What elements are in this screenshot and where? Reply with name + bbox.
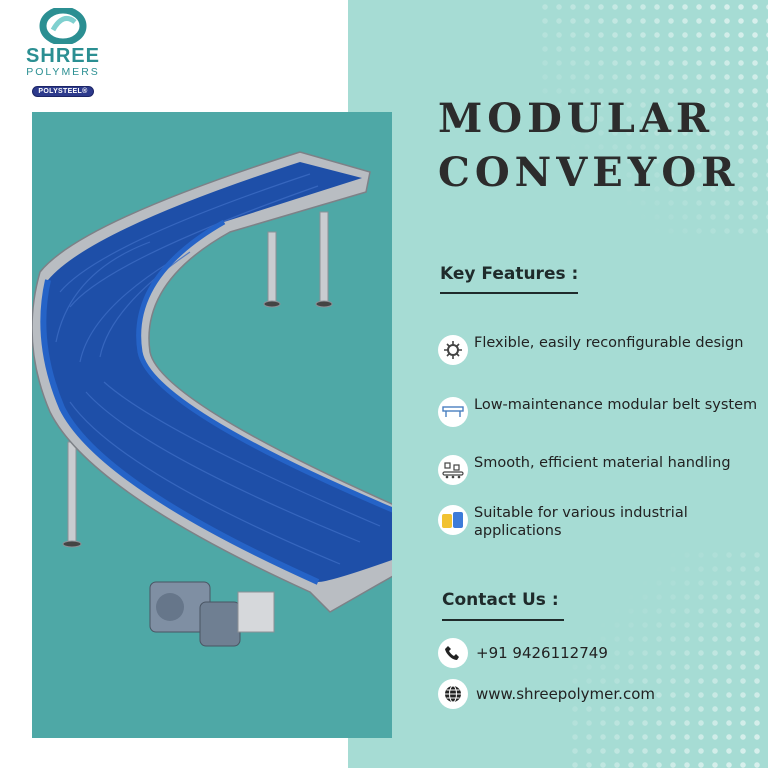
feature-item: Low-maintenance modular belt system [438,396,758,427]
feature-text: Smooth, efficient material handling [474,455,731,471]
conveyor-boxes-icon [438,455,468,485]
title-line-2: CONVEYOR [438,149,740,196]
features-heading: Key Features : [440,264,579,284]
feature-item: Flexible, easily reconfigurable design [438,334,758,365]
website-url: www.shreepolymer.com [476,685,655,703]
features-underline [440,292,578,294]
feature-item: Suitable for various industrial applicat… [438,504,758,540]
brand-logo: SHREE POLYMERS POLYSTEEL® [10,8,116,97]
product-photo [32,112,392,738]
contact-website[interactable]: www.shreepolymer.com [438,679,655,709]
title-line-1: MODULAR [438,95,715,142]
contact-underline [442,619,564,621]
dot-pattern-top [538,0,768,240]
logo-swirl-icon [39,8,87,44]
contact-heading: Contact Us : [442,590,559,610]
gear-wrench-icon [438,335,468,365]
feature-text: Flexible, easily reconfigurable design [474,335,744,351]
feature-item: Smooth, efficient material handling [438,454,758,485]
containers-icon [438,505,468,535]
brand-subtitle: POLYMERS [26,66,100,78]
page-title: MODULAR CONVEYOR [438,92,739,200]
globe-icon [438,679,468,709]
phone-icon [438,638,468,668]
phone-number: +91 9426112749 [476,644,608,662]
contact-phone[interactable]: +91 9426112749 [438,638,608,668]
brand-tag: POLYSTEEL® [32,86,94,97]
feature-text: Suitable for various industrial applicat… [474,505,688,539]
dot-pattern-bottom [568,548,768,768]
brand-name: SHREE [26,45,100,67]
feature-text: Low-maintenance modular belt system [474,397,758,413]
conveyor-belt-icon [438,397,468,427]
conveyor-illustration [32,151,392,647]
